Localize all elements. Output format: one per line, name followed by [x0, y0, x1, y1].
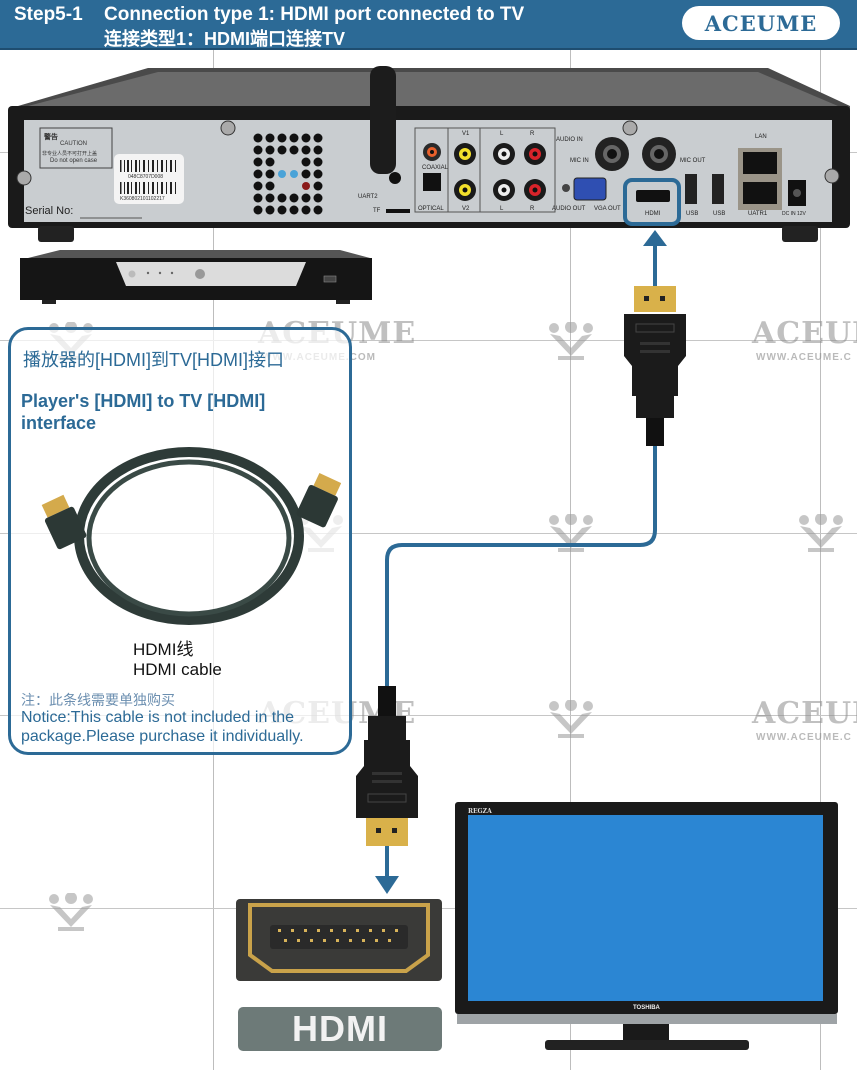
brand-logo-text: ACEUME	[704, 10, 818, 36]
hdmi-cable-image	[41, 447, 341, 625]
port-label-v1: V1	[462, 131, 470, 137]
port-label-right-bottom: R	[530, 206, 535, 212]
guide-line	[0, 340, 857, 341]
title-chinese: 连接类型1：HDMI端口连接TV	[104, 29, 346, 49]
caution-body-en: Do not open case	[50, 158, 98, 164]
barcode-number-1: 048C8707D008	[128, 174, 164, 180]
port-label-left-bottom: L	[500, 206, 504, 212]
port-label-coaxial: COAXIAL	[422, 165, 449, 171]
port-label-tf: TF	[373, 208, 381, 214]
watermark-figure-icon	[549, 700, 593, 738]
watermark-brand: ACEUME	[752, 696, 857, 731]
watermark-url: WWW.ACEUME.C	[756, 732, 852, 743]
caution-title-cn: 警告	[44, 134, 58, 141]
tv-brand-top: REGZA	[468, 808, 492, 815]
television: REGZA TOSHIBA	[455, 802, 840, 1052]
hdmi-label-text: HDMI	[292, 1008, 388, 1049]
cable-label-en: HDMI cable	[133, 660, 222, 679]
serial-number-label: Serial No:	[25, 205, 74, 217]
port-label-optical: OPTICAL	[418, 206, 444, 212]
watermark-figure-icon	[549, 322, 593, 360]
cable-label-cn: HDMI线	[133, 640, 194, 659]
watermark-url: WWW.ACEUME.C	[756, 352, 852, 363]
barcode-number-2: K360802101102217	[120, 196, 165, 202]
hdmi-port-closeup	[236, 899, 442, 981]
port-label-dc-in: DC IN 12V	[782, 211, 806, 217]
cable-label: HDMI线 HDMI cable	[133, 640, 222, 680]
watermark-figure-icon	[799, 514, 843, 552]
info-title-cn: 播放器的[HDMI]到TV[HDMI]接口	[23, 350, 284, 370]
info-panel: 播放器的[HDMI]到TV[HDMI]接口 Player's [HDMI] to…	[8, 327, 352, 755]
port-label-audio-out: AUDIO OUT	[552, 206, 586, 212]
caution-body-cn: 非专业人员不可打开上盖	[42, 151, 98, 157]
port-label-hdmi: HDMI	[645, 211, 661, 217]
port-label-usb-1: USB	[686, 211, 699, 217]
hdmi-label-badge: HDMI	[238, 1007, 442, 1051]
title-english: Connection type 1: HDMI port connected t…	[104, 4, 525, 25]
guide-line	[820, 50, 821, 1070]
guide-line	[0, 715, 857, 716]
info-title-en: Player's [HDMI] to TV [HDMI] interface	[21, 391, 266, 433]
port-label-uatr1: UATR1	[748, 211, 768, 217]
port-label-left-top: L	[500, 131, 504, 137]
tv-illustration	[455, 802, 838, 1050]
hdmi-plug-upper	[624, 286, 686, 446]
port-label-mic-out: MIC OUT	[680, 158, 706, 164]
port-label-usb-2: USB	[713, 211, 726, 217]
watermark-brand: ACEUME	[752, 316, 857, 351]
player-front-panel	[20, 250, 372, 304]
watermark-figure-icon	[49, 893, 93, 931]
notice-en: Notice:This cable is not included in the…	[21, 709, 304, 745]
watermark-figure-icon	[549, 514, 593, 552]
caution-title-en: CAUTION	[60, 141, 87, 147]
step-number: Step5-1	[14, 4, 83, 25]
port-label-mic-in: MIC IN	[570, 158, 589, 164]
port-label-audio-in: AUDIO IN	[556, 137, 583, 143]
port-label-right-top: R	[530, 131, 535, 137]
brand-logo: ACEUME	[682, 6, 840, 40]
header-bar: Step5-1 Connection type 1: HDMI port con…	[0, 0, 857, 50]
hdmi-port-highlight	[623, 178, 681, 226]
player-rear-panel	[8, 66, 850, 242]
notice-cn: 注：此条线需要单独购买	[21, 693, 175, 709]
tv-brand-bottom: TOSHIBA	[633, 1005, 660, 1011]
port-label-uart2: UART2	[358, 194, 378, 200]
port-label-vga-out: VGA OUT	[594, 206, 621, 212]
port-label-lan: LAN	[755, 134, 767, 140]
hdmi-plug-lower	[356, 686, 418, 846]
port-label-v2: V2	[462, 206, 470, 212]
